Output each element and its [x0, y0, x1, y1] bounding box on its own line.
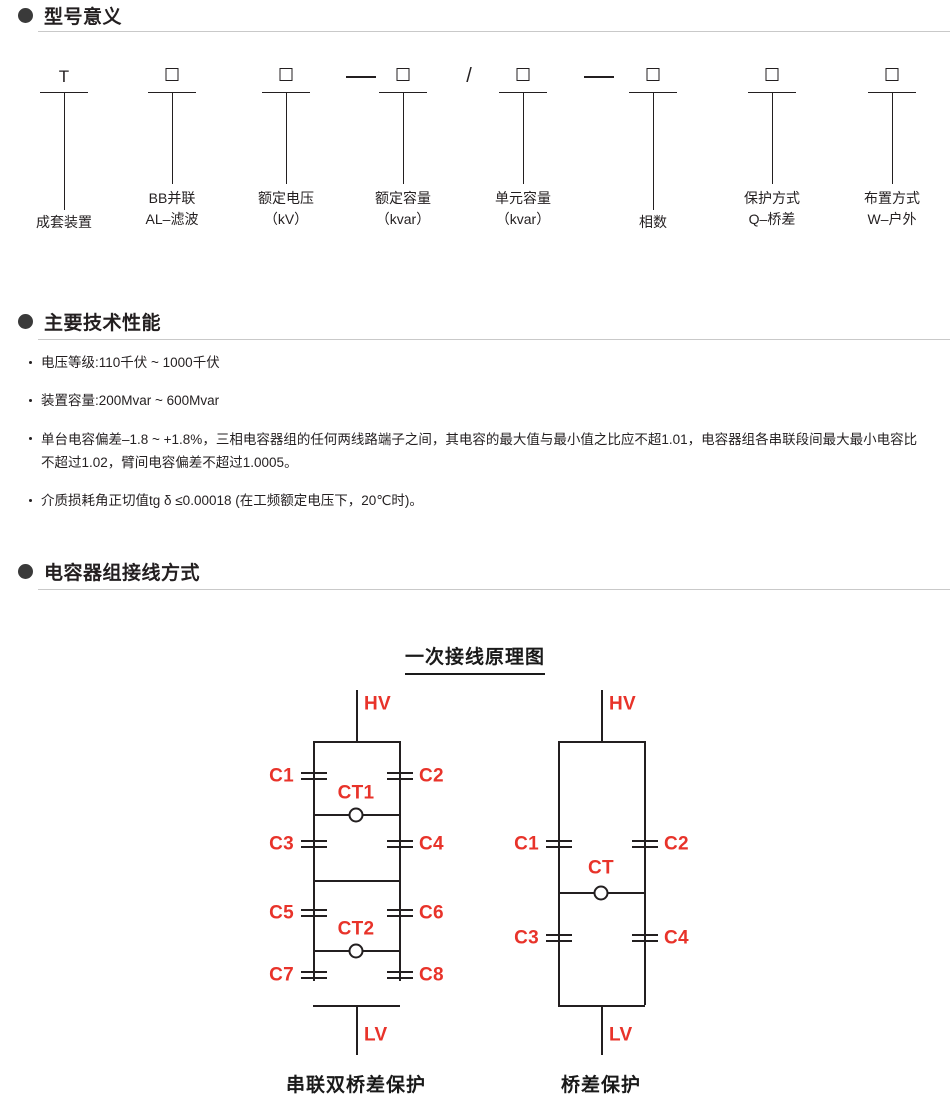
capacitor-c6 [387, 909, 413, 917]
wire-lv-lead [356, 1005, 358, 1055]
model-label: 额定容量（kvar） [375, 190, 431, 227]
capacitor-c3 [301, 840, 327, 848]
capacitor-label-c7: C7 [269, 964, 294, 986]
capacitor-label-c5: C5 [269, 902, 294, 924]
model-label: 成套装置 [36, 214, 92, 230]
bullet-icon [18, 8, 33, 23]
model-symbol-dash [346, 76, 376, 78]
model-symbol: T [58, 67, 70, 86]
model-symbol-box [165, 68, 179, 81]
model-symbol-dash [584, 76, 614, 78]
section-divider [38, 339, 950, 340]
ct-label-ct2: CT2 [337, 918, 375, 940]
capacitor-label-c1: C1 [269, 765, 294, 787]
wire-hv-lead [356, 690, 358, 742]
section-title: 型号意义 [44, 7, 123, 28]
model-stem [64, 92, 65, 210]
model-stem [653, 92, 654, 210]
circuit-caption: 桥差保护 [560, 1075, 642, 1096]
ct-label-ct1: CT1 [337, 782, 375, 804]
bullet-icon [18, 314, 33, 329]
model-label: 相数 [639, 214, 667, 230]
model-symbol-box [396, 68, 410, 81]
circuit-diagram-area: 一次接线原理图 HV C1 C2 CT1 C3 C4 C5 C6 CT [0, 630, 950, 1106]
wire-hv-lead [601, 690, 603, 742]
circuit-series-double-bridge: HV C1 C2 CT1 C3 C4 C5 C6 CT2 C7 C8 [230, 630, 480, 1106]
model-stem [286, 92, 287, 184]
capacitor-c2 [387, 772, 413, 780]
ct-symbol [593, 885, 609, 901]
model-symbol-slash: / [466, 65, 472, 87]
capacitor-label-c1: C1 [514, 833, 539, 855]
wire-top-bus [558, 741, 645, 743]
capacitor-c4 [387, 840, 413, 848]
wire-left-rail [558, 741, 560, 1005]
spec-item: 电压等级:110千伏 ~ 1000千伏 [28, 352, 928, 374]
spec-item: 装置容量:200Mvar ~ 600Mvar [28, 390, 928, 412]
ct2-symbol [348, 943, 364, 959]
model-stem [772, 92, 773, 184]
capacitor-c5 [301, 909, 327, 917]
model-stem [523, 92, 524, 184]
capacitor-c3 [546, 934, 572, 942]
model-symbol-box [279, 68, 293, 81]
model-label: 单元容量（kvar） [495, 190, 551, 227]
capacitor-c8 [387, 971, 413, 979]
spec-list: 电压等级:110千伏 ~ 1000千伏 装置容量:200Mvar ~ 600Mv… [28, 352, 928, 512]
circuit-single-bridge: HV C1 C2 CT C3 C4 LV 桥差保护 [490, 630, 740, 1106]
capacitor-label-c2: C2 [419, 765, 444, 787]
capacitor-c1 [301, 772, 327, 780]
capacitor-label-c4: C4 [664, 927, 689, 949]
ct-label-ct: CT [588, 857, 614, 879]
capacitor-c1 [546, 840, 572, 848]
wire-right-rail [399, 741, 401, 981]
circuit-caption: 串联双桥差保护 [285, 1075, 427, 1096]
capacitor-label-c6: C6 [419, 902, 444, 924]
circuit-title-text: 一次接线原理图 [404, 642, 545, 675]
section-header-model: 型号意义 [18, 2, 122, 29]
section-header-wiring: 电容器组接线方式 [18, 558, 200, 585]
model-symbol-box [765, 68, 779, 81]
capacitor-c7 [301, 971, 327, 979]
spec-item: 介质损耗角正切值tg δ ≤0.00018 (在工频额定电压下，20℃时)。 [28, 490, 928, 512]
capacitor-label-c3: C3 [269, 833, 294, 855]
section-title: 主要技术性能 [44, 313, 162, 334]
model-stem [172, 92, 173, 184]
terminal-label-lv: LV [364, 1024, 388, 1046]
wire-mid-bus [313, 880, 400, 882]
model-symbol-box [646, 68, 660, 81]
model-stem [403, 92, 404, 184]
model-symbol-box [885, 68, 899, 81]
capacitor-c4 [632, 934, 658, 942]
capacitor-label-c8: C8 [419, 964, 444, 986]
bullet-icon [18, 564, 33, 579]
section-header-specs: 主要技术性能 [18, 308, 161, 335]
spec-item: 单台电容偏差–1.8 ~ +1.8%，三相电容器组的任何两线路端子之间，其电容的… [28, 428, 928, 474]
wire-left-rail [313, 741, 315, 981]
model-label: 额定电压（kV） [258, 190, 314, 227]
terminal-label-lv: LV [609, 1024, 633, 1046]
wire-lv-lead [601, 1005, 603, 1055]
circuit-diagram-title: 一次接线原理图 [0, 642, 950, 675]
terminal-label-hv: HV [364, 693, 391, 715]
capacitor-label-c2: C2 [664, 833, 689, 855]
capacitor-label-c3: C3 [514, 927, 539, 949]
section-title: 电容器组接线方式 [44, 563, 201, 584]
model-symbol-box [516, 68, 530, 81]
model-stem [892, 92, 893, 184]
ct1-symbol [348, 807, 364, 823]
wire-right-rail [644, 741, 646, 1005]
capacitor-c2 [632, 840, 658, 848]
terminal-label-hv: HV [609, 693, 636, 715]
section-divider [38, 589, 950, 590]
wire-top-bus [313, 741, 400, 743]
section-divider [38, 31, 950, 32]
capacitor-label-c4: C4 [419, 833, 444, 855]
